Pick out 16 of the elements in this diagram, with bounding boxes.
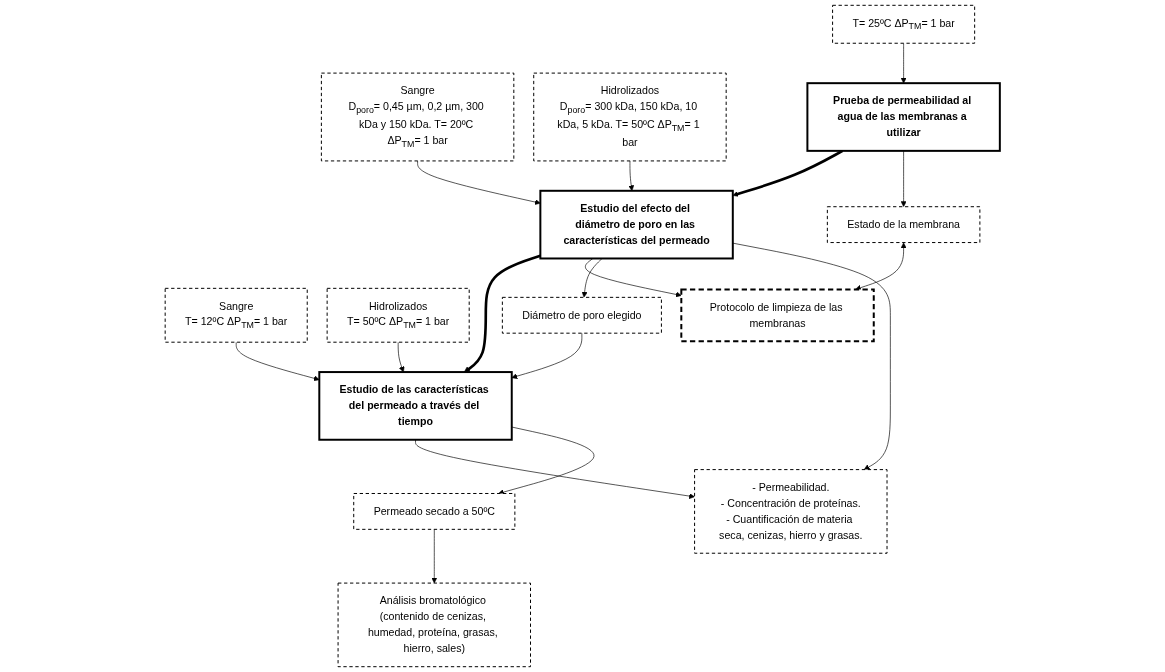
node-box: Hidrolizados T= 50ºC ΔP$_{TM}$= 1 bar <box>326 287 470 343</box>
node-box: Estudio del efecto del diámetro de poro en las características del permeado <box>539 189 734 260</box>
node-box: Estado de la membrana <box>826 206 981 244</box>
node-box: Protocolo de limpieza de las membranas <box>680 288 875 343</box>
node-box: - Permeabilidad. - Concentración de proteínas. - Cuantificación de materia seca, cenizas, hierro y grasas. <box>694 469 888 554</box>
node-box: Sangre T= 12ºC ΔP$_{TM}$= 1 bar <box>164 287 308 343</box>
node-box: Hidrolizados D$_{poro}$= 300 kDa, 150 kDa, 10 kDa, 5 kDa. T= 50ºC ΔP$_{TM}$= 1 bar <box>533 72 727 162</box>
node-box: Prueba de permeabilidad al agua de las membranas a utilizar <box>806 82 1001 152</box>
arrow <box>464 254 541 373</box>
node-box: T= 25ºC ΔP$_{TM}$= 1 bar <box>832 4 976 44</box>
node-box: Permeado secado a 50ºC <box>353 493 516 530</box>
node-box: Diámetro de poro elegido <box>501 296 662 334</box>
node-box: Sangre D$_{poro}$= 0,45 µm, 0,2 µm, 300 kDa y 150 kDa. T= 20ºC ΔP$_{TM}$= 1 bar <box>320 72 515 162</box>
arrow <box>732 149 844 197</box>
node-box: Estudio de las características del permeado a través del tiempo <box>318 371 513 441</box>
node-box: Análisis bromatológico (contenido de cenizas, humedad, proteína, grasas, hierro, sales) <box>337 582 531 668</box>
